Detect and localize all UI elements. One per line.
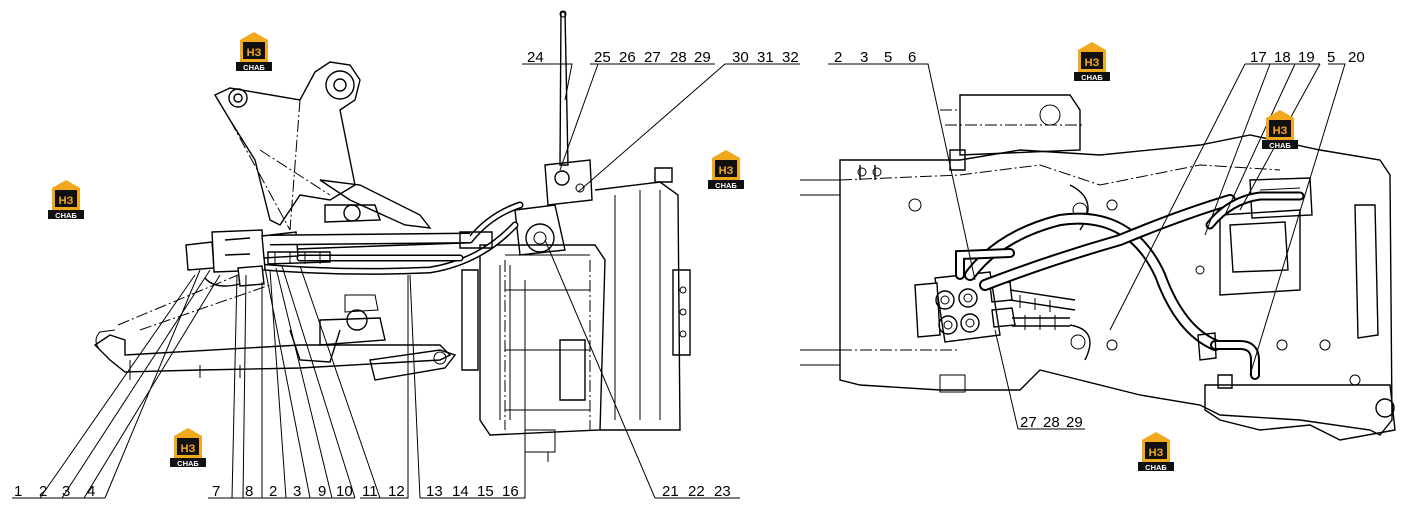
callout-label: 2 xyxy=(834,49,842,66)
watermark-logos: СНАБ СНАБ СНАБ СНАБ СНАБ СНАБ СНАБ xyxy=(48,32,1298,472)
left-leader-lines xyxy=(12,63,800,499)
svg-text:СНАБ: СНАБ xyxy=(243,63,265,72)
callout-label: 6 xyxy=(908,49,916,66)
svg-text:СНАБ: СНАБ xyxy=(1145,463,1167,472)
callout-label: 5 xyxy=(884,49,892,66)
callout-label: 23 xyxy=(714,483,731,500)
svg-text:СНАБ: СНАБ xyxy=(177,459,199,468)
callout-label: 18 xyxy=(1274,49,1291,66)
brand-logo: СНАБ xyxy=(1074,42,1110,82)
callout-label: 28 xyxy=(1043,414,1060,431)
brand-logo: СНАБ xyxy=(170,428,206,468)
svg-text:СНАБ: СНАБ xyxy=(715,181,737,190)
callout-label: 7 xyxy=(212,483,220,500)
callout-label: 1 xyxy=(14,483,22,500)
callout-label: 29 xyxy=(694,49,711,66)
callout-label: 24 xyxy=(527,49,544,66)
callout-label: 3 xyxy=(860,49,868,66)
callout-label: 9 xyxy=(318,483,326,500)
brand-logo: СНАБ xyxy=(236,32,272,72)
svg-text:СНАБ: СНАБ xyxy=(55,211,77,220)
right-leader-lines xyxy=(828,63,1346,430)
callout-label: 22 xyxy=(688,483,705,500)
callout-label: 31 xyxy=(757,49,774,66)
callout-label: 16 xyxy=(502,483,519,500)
svg-text:СНАБ: СНАБ xyxy=(1081,73,1103,82)
callout-label: 25 xyxy=(594,49,611,66)
callout-label: 26 xyxy=(619,49,636,66)
callout-label: 12 xyxy=(388,483,405,500)
callout-label: 28 xyxy=(670,49,687,66)
brand-logo: СНАБ xyxy=(1262,110,1298,150)
callout-label: 17 xyxy=(1250,49,1267,66)
callout-label: 32 xyxy=(782,49,799,66)
brand-logo: СНАБ xyxy=(48,180,84,220)
callout-label: 30 xyxy=(732,49,749,66)
callout-label: 20 xyxy=(1348,49,1365,66)
svg-text:СНАБ: СНАБ xyxy=(1269,141,1291,150)
callout-label: 8 xyxy=(245,483,253,500)
callout-label: 19 xyxy=(1298,49,1315,66)
callout-label: 3 xyxy=(293,483,301,500)
callout-label: 13 xyxy=(426,483,443,500)
callout-label: 21 xyxy=(662,483,679,500)
brand-logo: СНАБ xyxy=(708,150,744,190)
callout-labels: 1 2 3 4 7 8 2 3 9 10 11 12 13 14 15 16 2… xyxy=(14,49,1365,500)
callout-label: 5 xyxy=(1327,49,1335,66)
callout-label: 4 xyxy=(87,483,95,500)
callout-label: 27 xyxy=(1020,414,1037,431)
callout-label: 10 xyxy=(336,483,353,500)
brand-logo: СНАБ xyxy=(1138,432,1174,472)
callout-label: 14 xyxy=(452,483,469,500)
callout-label: 15 xyxy=(477,483,494,500)
callout-label: 3 xyxy=(62,483,70,500)
callout-label: 27 xyxy=(644,49,661,66)
callout-label: 29 xyxy=(1066,414,1083,431)
callout-label: 2 xyxy=(39,483,47,500)
left-view xyxy=(93,10,691,462)
right-view xyxy=(800,94,1396,441)
callout-label: 2 xyxy=(269,483,277,500)
callout-label: 11 xyxy=(362,483,378,500)
